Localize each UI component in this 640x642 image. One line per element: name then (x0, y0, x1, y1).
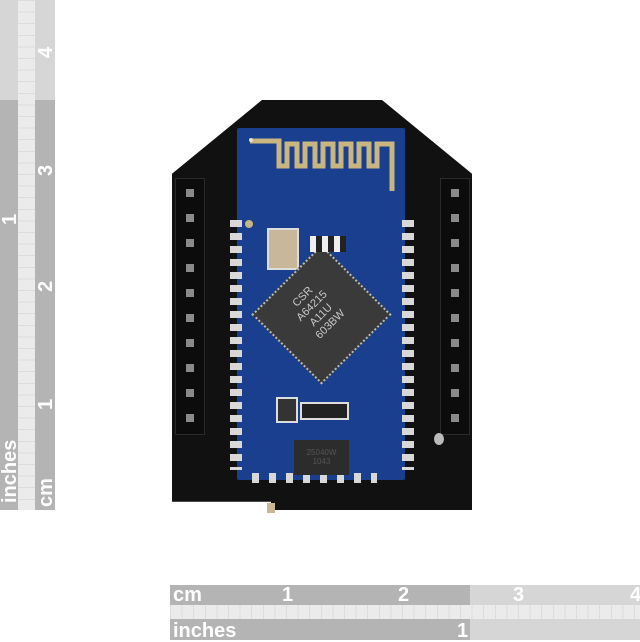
pin (451, 414, 459, 422)
mounting-hole (434, 433, 444, 445)
ruler-cm-tick: 2 (398, 584, 410, 606)
mounting-dot (245, 220, 253, 228)
pin (451, 189, 459, 197)
ruler-cm-tick: 4 (35, 46, 57, 58)
ruler-cm-tick: 2 (35, 280, 57, 292)
pin (186, 189, 194, 197)
flash-chip: 25040W 1043 (294, 440, 349, 475)
pin (451, 214, 459, 222)
pin (451, 264, 459, 272)
pin (186, 414, 194, 422)
pin (186, 314, 194, 322)
horizontal-ruler: cm 1 2 3 4 inches 1 (170, 584, 640, 642)
ruler-tick-strip (18, 0, 35, 510)
pin (186, 214, 194, 222)
ruler-segment (35, 0, 55, 100)
pcb-antenna-icon (249, 138, 395, 191)
ruler-segment (470, 585, 640, 605)
ruler-segment (310, 585, 470, 605)
chip-text-line: 25040W (306, 448, 337, 457)
vertical-ruler: inches 1 cm 1 2 3 4 (0, 0, 57, 510)
passive-components (310, 236, 346, 252)
left-castellated-pads (230, 220, 242, 470)
slide-switch (267, 503, 275, 513)
pin (186, 289, 194, 297)
ruler-cm-tick: 3 (513, 584, 525, 606)
pin (451, 339, 459, 347)
ruler-cm-tick: 1 (35, 398, 57, 410)
right-pin-header (440, 178, 470, 435)
bottom-castellated-pads (252, 473, 377, 483)
ruler-segment (0, 100, 18, 510)
pin (186, 264, 194, 272)
pin (451, 364, 459, 372)
pin (451, 239, 459, 247)
chip-text-line: 1043 (312, 457, 331, 466)
crystal-oscillator (267, 228, 299, 270)
ruler-tick-strip (170, 605, 640, 619)
ruler-inch-tick: 1 (457, 620, 469, 642)
ruler-segment (170, 619, 470, 640)
left-pin-header (175, 178, 205, 435)
inductor (300, 402, 349, 420)
ruler-cm-label: cm (173, 584, 202, 606)
ruler-segment (170, 585, 310, 605)
ruler-cm-tick: 4 (630, 584, 640, 606)
pin (451, 314, 459, 322)
ruler-cm-tick: 3 (35, 164, 57, 176)
ruler-cm-label: cm (35, 478, 57, 507)
pcb-board: CSR A64215 A11U 603BW 25040W 1043 (172, 100, 472, 513)
ruler-inches-label: inches (0, 439, 21, 503)
ruler-segment (470, 619, 640, 640)
ruler-inches-label: inches (173, 620, 237, 642)
ruler-segment (0, 0, 18, 100)
regulator (276, 397, 298, 423)
pin (186, 364, 194, 372)
pin (451, 389, 459, 397)
ruler-cm-tick: 1 (282, 584, 294, 606)
pin (451, 289, 459, 297)
ruler-inch-tick: 1 (0, 213, 21, 225)
right-castellated-pads (402, 220, 414, 470)
pin (186, 389, 194, 397)
pin (186, 339, 194, 347)
pin (186, 239, 194, 247)
ruler-segment (35, 100, 55, 510)
